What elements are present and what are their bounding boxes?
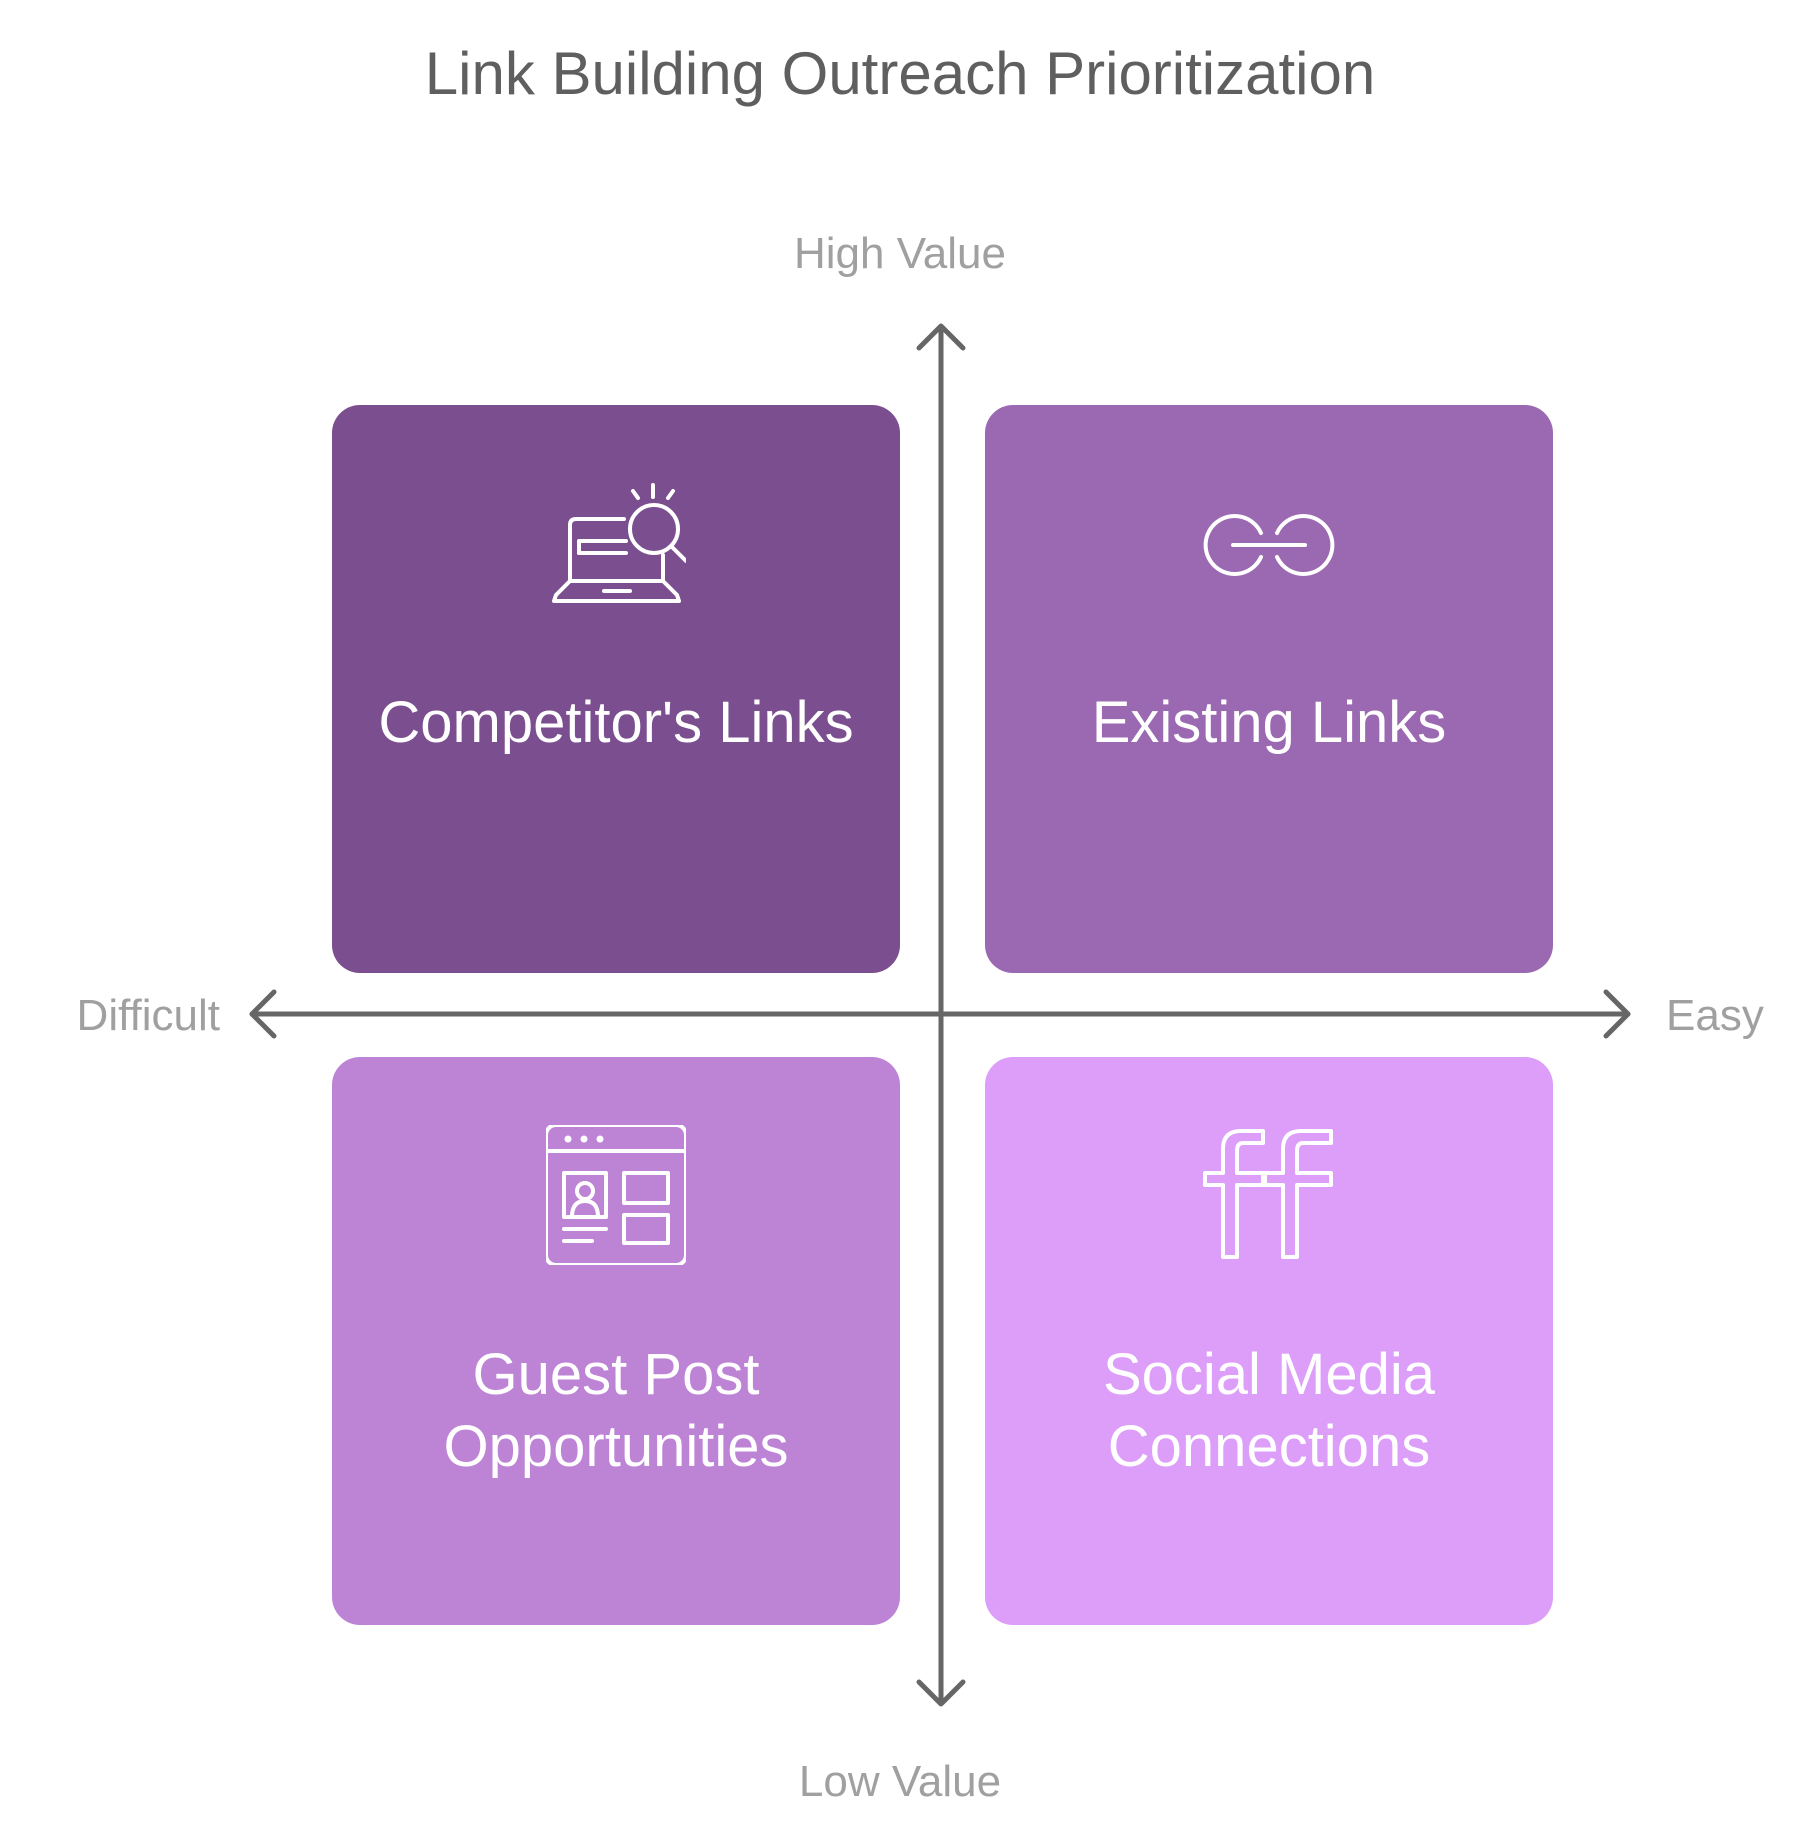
axis-label-low-value: Low Value: [798, 1757, 1002, 1806]
link-icon: [1203, 514, 1335, 576]
axis-label-easy: Easy: [1666, 991, 1764, 1040]
quadrant-guest-post-opportunities: Guest Post Opportunities: [332, 1057, 900, 1625]
ff-letters-icon: [1203, 1129, 1333, 1259]
axis-label-high-value: High Value: [794, 229, 1006, 278]
axis-label-difficult: Difficult: [76, 991, 220, 1040]
quadrant-label: Guest Post Opportunities: [443, 1342, 789, 1479]
laptop-search-icon: [552, 483, 686, 603]
arrow-up-icon: [916, 323, 966, 351]
quadrant-label: Existing Links: [1091, 690, 1447, 755]
arrow-right-icon: [1603, 989, 1631, 1039]
web-page-profile-icon: [546, 1125, 686, 1265]
diagram-title: Link Building Outreach Prioritization: [424, 40, 1376, 107]
quadrant-existing-links: Existing Links: [985, 405, 1553, 973]
arrow-left-icon: [249, 989, 277, 1039]
arrow-down-icon: [916, 1679, 966, 1707]
quadrant-label: Competitor's Links: [378, 690, 854, 755]
quadrant-label: Social Media Connections: [1102, 1342, 1436, 1479]
quadrant-competitors-links: Competitor's Links: [332, 405, 900, 973]
quadrant-social-media-connections: Social Media Connections: [985, 1057, 1553, 1625]
